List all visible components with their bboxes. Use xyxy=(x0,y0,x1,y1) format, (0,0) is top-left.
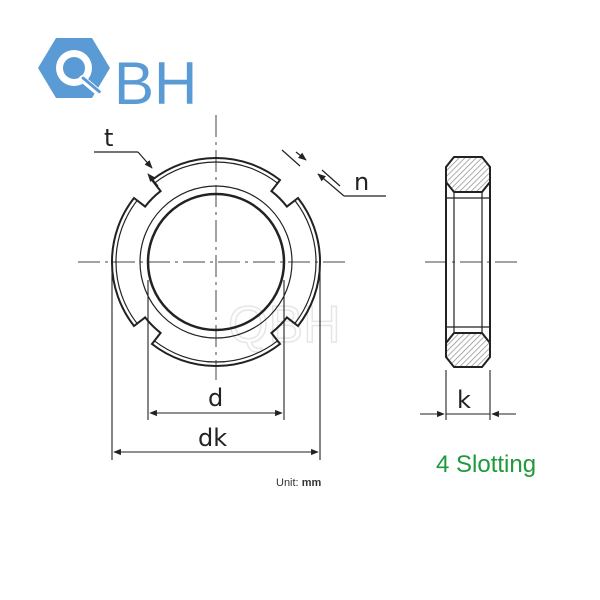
unit-value: mm xyxy=(302,477,322,489)
side-view xyxy=(425,156,520,368)
dim-d xyxy=(147,280,285,420)
label-n: n xyxy=(354,168,369,196)
logo-text: BH xyxy=(114,50,197,117)
label-t: t xyxy=(104,124,113,152)
slotting-caption: 4 Slotting xyxy=(436,451,536,478)
unit-prefix: Unit: xyxy=(276,477,299,489)
label-k: k xyxy=(457,386,471,414)
dim-dk xyxy=(111,268,321,460)
dim-t xyxy=(94,151,159,187)
dim-k xyxy=(420,370,516,420)
front-view xyxy=(78,115,350,380)
brand-logo: BH xyxy=(38,38,197,117)
label-dk: dk xyxy=(198,424,227,452)
unit-note: Unit: mm xyxy=(276,477,321,489)
wrench-icon xyxy=(78,75,103,97)
label-d: d xyxy=(208,384,223,412)
dim-n xyxy=(281,149,386,197)
